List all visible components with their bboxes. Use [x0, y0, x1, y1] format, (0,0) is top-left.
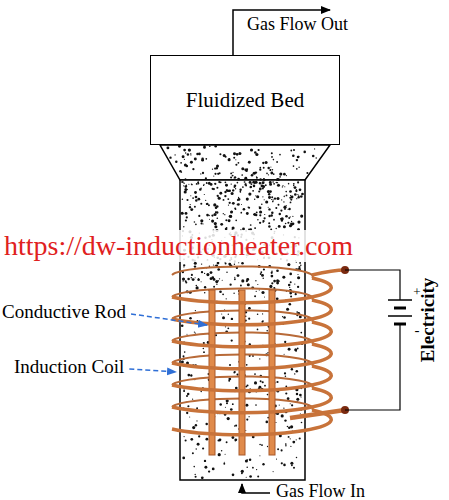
flow-label: Gas Flow In — [276, 481, 365, 500]
wire — [345, 324, 400, 410]
watermark: https://dw-inductionheater.com — [4, 230, 353, 262]
coil-lead-bottom — [290, 410, 345, 418]
particle-texture — [166, 145, 316, 480]
battery-symbol — [388, 300, 412, 324]
coil-lead-top — [312, 270, 345, 275]
wire — [345, 270, 400, 300]
vertical-label: Electricity — [417, 278, 439, 362]
part-label: Conductive Rod — [2, 301, 126, 323]
leader-line — [129, 369, 176, 372]
flow-label: Gas Flow Out — [247, 14, 348, 35]
leader-line — [131, 314, 207, 325]
gas-in-arrow — [242, 484, 270, 493]
process-box: Fluidized Bed — [150, 55, 340, 145]
part-label: Induction Coil — [14, 356, 124, 378]
funnel — [160, 145, 330, 180]
box-label: Fluidized Bed — [186, 88, 304, 113]
conductive-rods — [209, 290, 275, 455]
coil-front-windings — [172, 278, 331, 435]
